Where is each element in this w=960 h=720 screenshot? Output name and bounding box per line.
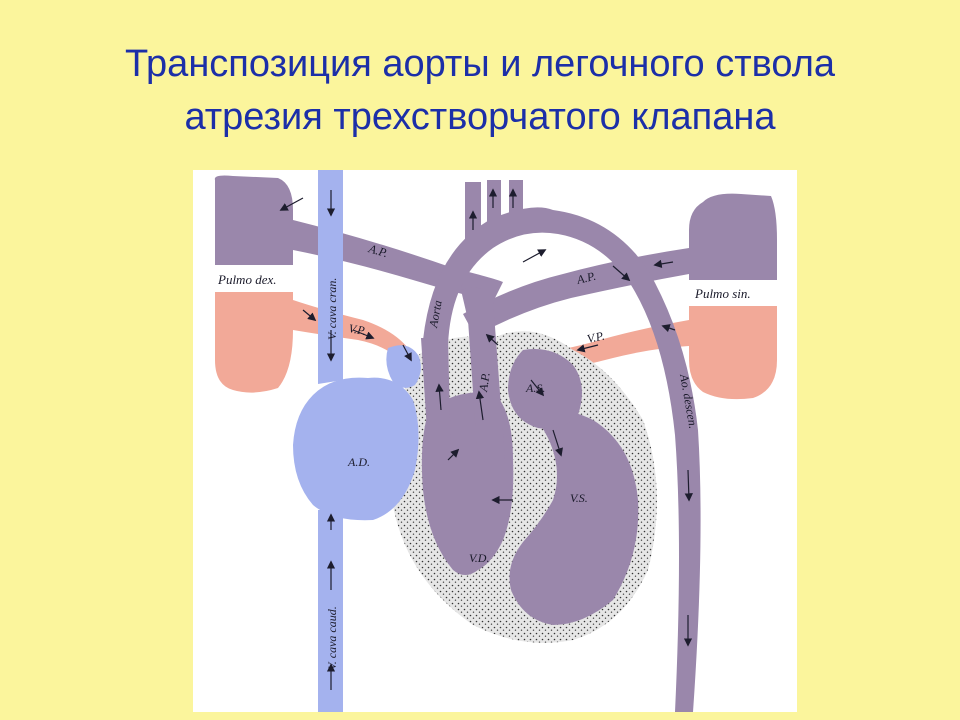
label-aorta: Aorta bbox=[426, 299, 445, 329]
label-ap-trunk: A.P. bbox=[476, 372, 493, 394]
flow-arrows bbox=[279, 188, 693, 690]
label-as: A.S. bbox=[525, 381, 545, 395]
label-vd: V.D. bbox=[469, 551, 489, 565]
aortic-arch bbox=[423, 207, 701, 712]
label-ap-right: A.P. bbox=[366, 241, 389, 260]
slide-title: Транспозиция аорты и легочного ствола ат… bbox=[0, 38, 960, 144]
vena-cava-caudalis bbox=[318, 510, 343, 712]
left-lung bbox=[689, 193, 777, 400]
label-vp-left: V.P. bbox=[586, 329, 606, 346]
right-lung bbox=[214, 175, 293, 393]
label-vs: V.S. bbox=[570, 491, 588, 505]
right-auricle bbox=[386, 345, 421, 388]
right-atrium bbox=[293, 377, 419, 521]
label-v-cava-caud: V. cava caud. bbox=[325, 606, 339, 670]
title-line-1: Транспозиция аорты и легочного ствола bbox=[124, 43, 836, 85]
left-ventricle bbox=[509, 408, 639, 625]
vena-cava-cranialis bbox=[318, 170, 343, 384]
ascending-aorta bbox=[421, 338, 451, 462]
label-v-cava-cran: V. cava cran. bbox=[325, 278, 339, 340]
label-ap-left: A.P. bbox=[574, 269, 597, 287]
heart-diagram: Pulmo dex. Pulmo sin. A.P. A.P. V.P. V.P… bbox=[193, 170, 797, 712]
pulmo-sin-label-box bbox=[689, 280, 777, 306]
left-atrium bbox=[508, 349, 582, 429]
pulmo-dex-label-box bbox=[215, 265, 293, 292]
label-pulmo-dex: Pulmo dex. bbox=[217, 272, 276, 287]
pulmonary-trunk bbox=[461, 287, 505, 462]
label-ad: A.D. bbox=[347, 455, 370, 469]
label-pulmo-sin: Pulmo sin. bbox=[694, 286, 751, 301]
label-vp-right: V.P. bbox=[347, 321, 367, 338]
title-line-2: атрезия трехстворчатого клапана bbox=[184, 96, 776, 138]
